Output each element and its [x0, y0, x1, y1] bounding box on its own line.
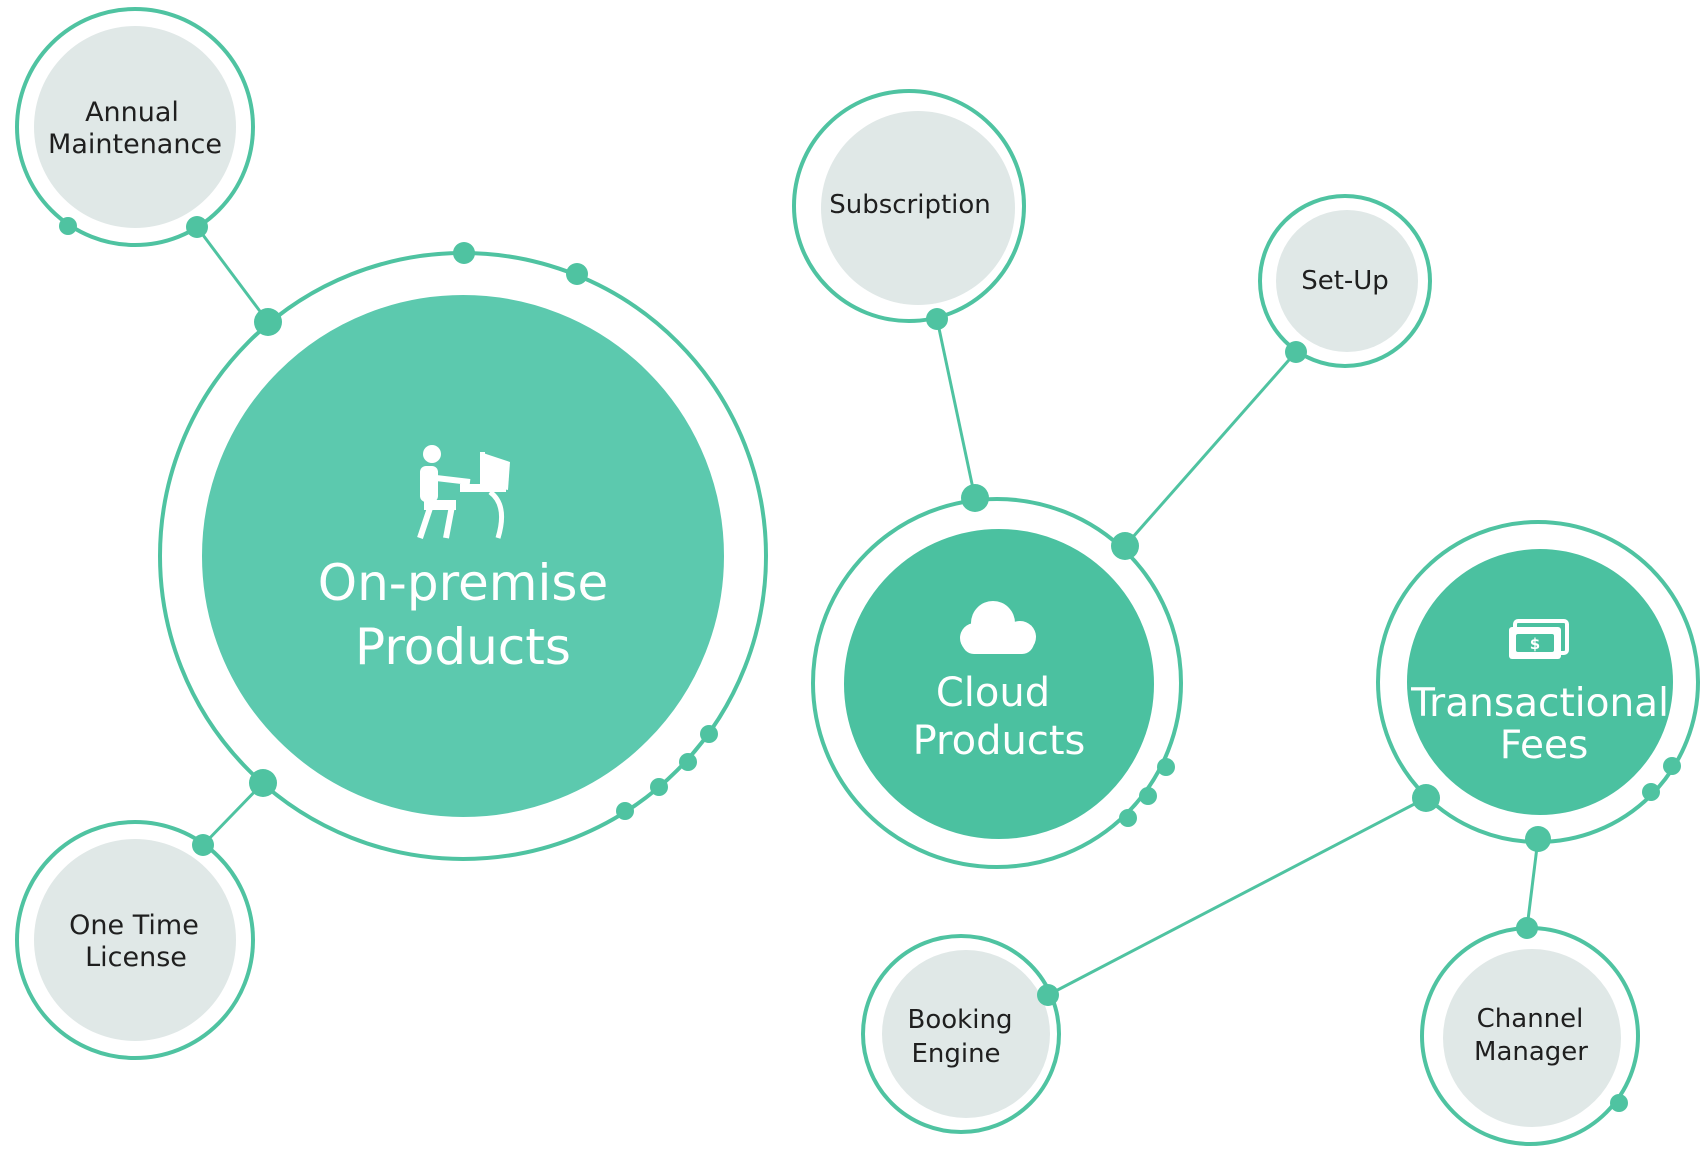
- connector-one-time-license: [201, 781, 265, 847]
- dot-cloud-top: [961, 484, 989, 512]
- dot-trans-left: [1412, 784, 1440, 812]
- connector-annual-maintenance: [195, 226, 270, 323]
- leaf-one-time-license-line2: License: [85, 942, 187, 973]
- leaf-channel-manager-line1: Channel: [1477, 1004, 1584, 1034]
- hub-cloud-disc: [840, 525, 1158, 843]
- leaf-channel-manager[interactable]: Channel Manager: [1420, 926, 1640, 1146]
- hub-cloud-line1: Cloud: [936, 670, 1050, 716]
- hub-transactional-line2: Fees: [1500, 723, 1589, 768]
- leaf-channel-manager-line2: Manager: [1474, 1037, 1588, 1067]
- svg-text:$: $: [1530, 635, 1540, 653]
- dot-onprem-ring-1: [453, 242, 475, 264]
- leaf-setup-label: Set-Up: [1301, 266, 1389, 296]
- dot-setup-end: [1285, 341, 1307, 363]
- dot-onprem-ring-6: [616, 802, 634, 820]
- dot-cloud-ring-3: [1119, 809, 1137, 827]
- hub-transactional[interactable]: $ Transactional Fees: [1376, 520, 1700, 844]
- dot-onprem-bottom: [249, 769, 277, 797]
- leaf-subscription-label: Subscription: [829, 190, 991, 220]
- hub-on-premise-disc: [196, 289, 730, 823]
- connector-booking-engine: [1047, 796, 1427, 997]
- hub-cloud[interactable]: Cloud Products: [811, 497, 1183, 869]
- connector-channel-manager: [1525, 838, 1540, 929]
- money-bill-icon: $: [1509, 619, 1569, 659]
- dot-trans-ring-2: [1642, 783, 1660, 801]
- connector-dots: [59, 216, 1681, 1112]
- connectors: [195, 226, 1540, 997]
- dot-booking-end: [1037, 984, 1059, 1006]
- leaf-annual-maintenance-line1: Annual: [85, 97, 179, 128]
- desk-computer-icon: [417, 445, 510, 539]
- leaf-subscription[interactable]: Subscription: [792, 89, 1026, 323]
- dot-onprem-ring-5: [650, 778, 668, 796]
- hub-on-premise-line1: On-premise: [318, 554, 608, 612]
- dot-subscription-end: [926, 308, 948, 330]
- leaf-annual-maintenance[interactable]: Annual Maintenance: [15, 7, 255, 247]
- leaf-booking-engine-line2: Engine: [911, 1039, 1000, 1069]
- dot-trans-ring-1: [1663, 757, 1681, 775]
- dot-license-end: [192, 834, 214, 856]
- leaf-annual-maintenance-disc: [34, 26, 236, 228]
- hub-on-premise[interactable]: On-premise Products: [158, 251, 768, 861]
- dot-channel-extra: [1610, 1094, 1628, 1112]
- dot-onprem-top: [254, 308, 282, 336]
- dot-trans-bottom: [1525, 826, 1551, 852]
- connector-subscription: [935, 318, 977, 499]
- hub-transactional-disc: [1403, 545, 1677, 819]
- leaf-one-time-license-line1: One Time: [69, 910, 199, 941]
- dot-channel-end: [1516, 917, 1538, 939]
- cloud-icon: [960, 601, 1036, 654]
- dot-onprem-ring-2: [566, 263, 588, 285]
- leaf-one-time-license-disc: [34, 839, 236, 1041]
- hub-on-premise-line2: Products: [355, 618, 571, 676]
- dot-onprem-ring-3: [700, 725, 718, 743]
- connector-setup: [1123, 351, 1298, 547]
- dot-cloud-ring-2: [1139, 787, 1157, 805]
- dot-cloud-ring-1: [1157, 758, 1175, 776]
- leaf-subscription-disc: [821, 111, 1015, 305]
- dot-annual-extra: [59, 217, 77, 235]
- leaf-booking-engine-line1: Booking: [908, 1005, 1013, 1035]
- dot-cloud-right: [1111, 532, 1139, 560]
- hub-transactional-line1: Transactional: [1410, 681, 1669, 726]
- leaf-booking-engine[interactable]: Booking Engine: [861, 934, 1061, 1134]
- leaf-setup[interactable]: Set-Up: [1258, 194, 1432, 368]
- dot-onprem-ring-4: [679, 753, 697, 771]
- leaf-annual-maintenance-line2: Maintenance: [48, 129, 222, 160]
- hub-cloud-line2: Products: [913, 718, 1086, 764]
- leaf-channel-manager-disc: [1443, 949, 1621, 1127]
- dot-annual-end: [186, 216, 208, 238]
- leaf-booking-engine-disc: [882, 950, 1050, 1118]
- leaf-one-time-license[interactable]: One Time License: [15, 820, 255, 1060]
- leaf-setup-disc: [1276, 210, 1418, 352]
